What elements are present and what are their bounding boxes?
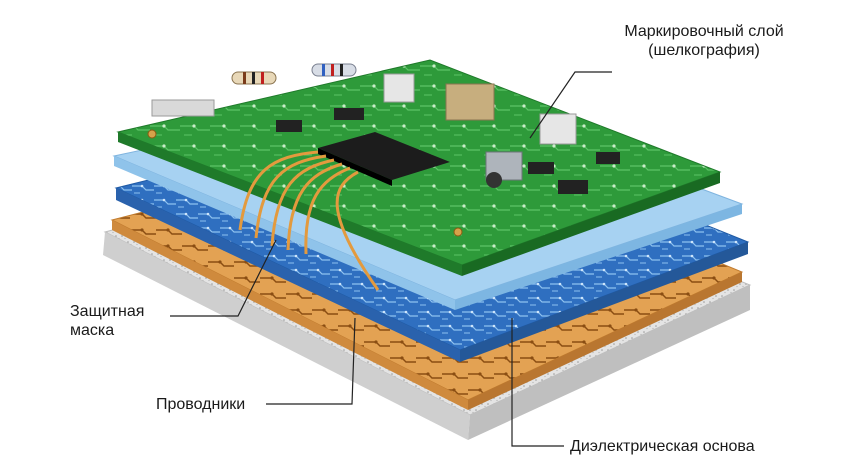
label-silkscreen: Маркировочный слой (шелкография) xyxy=(606,22,802,60)
label-conductors: Проводники xyxy=(156,395,245,414)
label-solder-mask: Защитная маска xyxy=(70,302,144,340)
label-solder-mask-line1: Защитная xyxy=(70,302,144,321)
label-silkscreen-line1: Маркировочный слой xyxy=(606,22,802,41)
label-dielectric: Диэлектрическая основа xyxy=(570,437,755,456)
label-silkscreen-line2: (шелкография) xyxy=(606,41,802,60)
label-solder-mask-line2: маска xyxy=(70,321,144,340)
